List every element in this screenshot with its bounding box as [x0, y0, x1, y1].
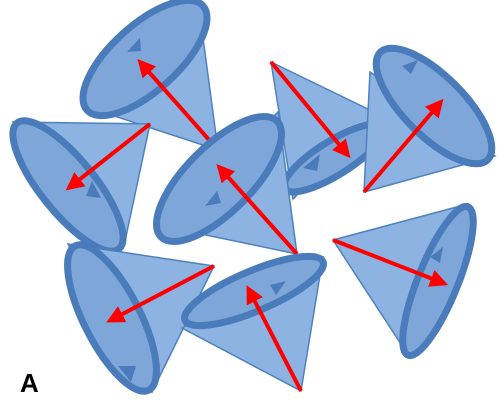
- panel-label: A: [20, 370, 39, 396]
- cone-8: [333, 199, 487, 362]
- cone-2: [0, 106, 150, 266]
- cone-4: [359, 31, 504, 192]
